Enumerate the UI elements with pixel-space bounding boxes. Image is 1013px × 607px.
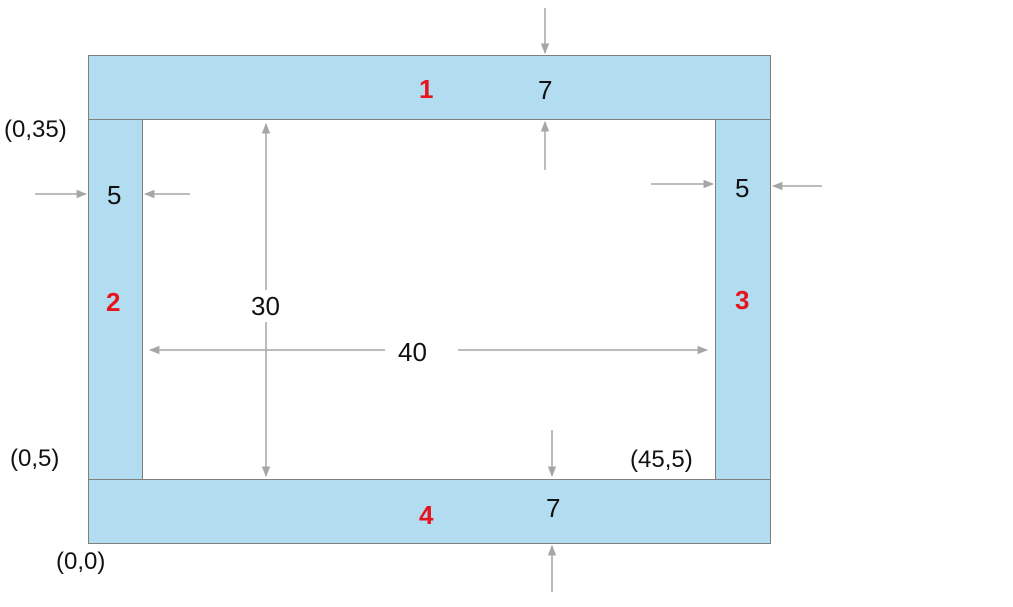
dim-bottom-thickness: 7 [546, 493, 561, 523]
coord-0-35: (0,35) [4, 116, 67, 143]
plate-1-top [88, 55, 771, 120]
part-label-1: 1 [419, 74, 434, 104]
coord-0-0: (0,0) [56, 548, 106, 575]
dim-left-width: 5 [107, 180, 122, 210]
dim-right-width: 5 [735, 173, 750, 203]
dim-inner-width: 40 [398, 337, 427, 367]
dim-top-thickness: 7 [538, 75, 553, 105]
coord-45-5: (45,5) [630, 446, 693, 473]
part-label-2: 2 [106, 287, 121, 317]
coord-0-5: (0,5) [10, 445, 60, 472]
dim-inner-height: 30 [251, 291, 280, 321]
part-label-4: 4 [419, 500, 434, 530]
part-label-3: 3 [735, 285, 750, 315]
plate-3-right [715, 119, 771, 480]
plate-2-left [88, 119, 143, 480]
plate-4-bottom [88, 479, 771, 544]
